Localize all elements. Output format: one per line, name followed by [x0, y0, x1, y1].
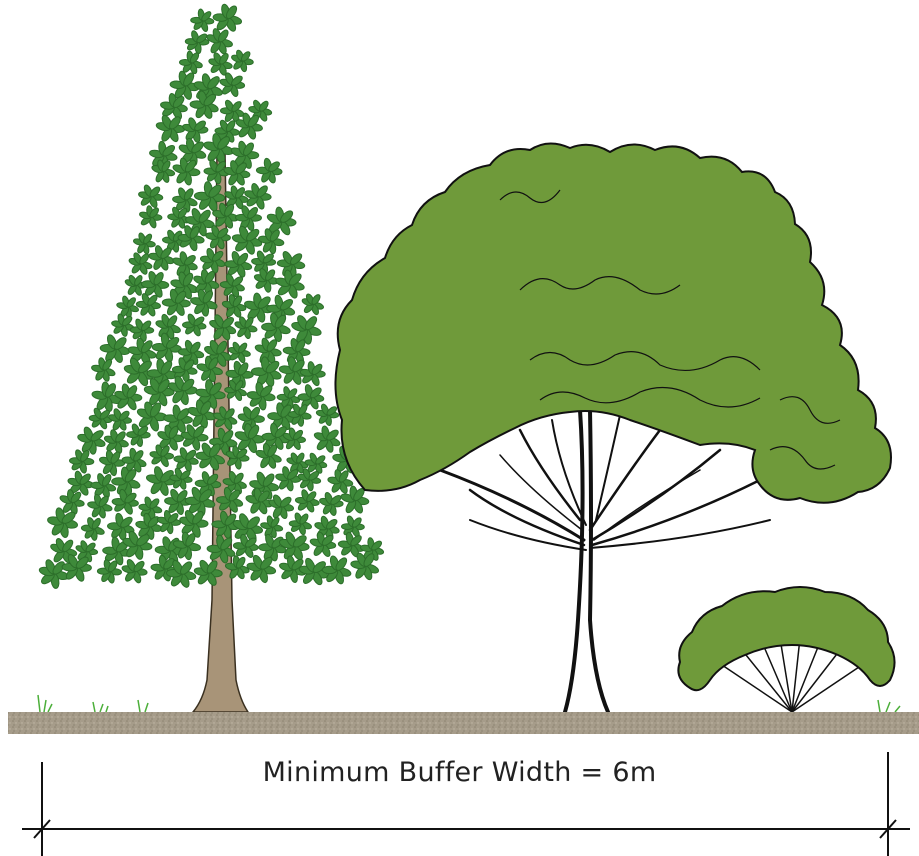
conifer-foliage — [38, 3, 384, 589]
dimension-label: Minimum Buffer Width = 6m — [0, 757, 919, 788]
conifer-tree — [38, 3, 384, 712]
shrub — [678, 587, 894, 712]
ground-strip — [8, 712, 919, 734]
